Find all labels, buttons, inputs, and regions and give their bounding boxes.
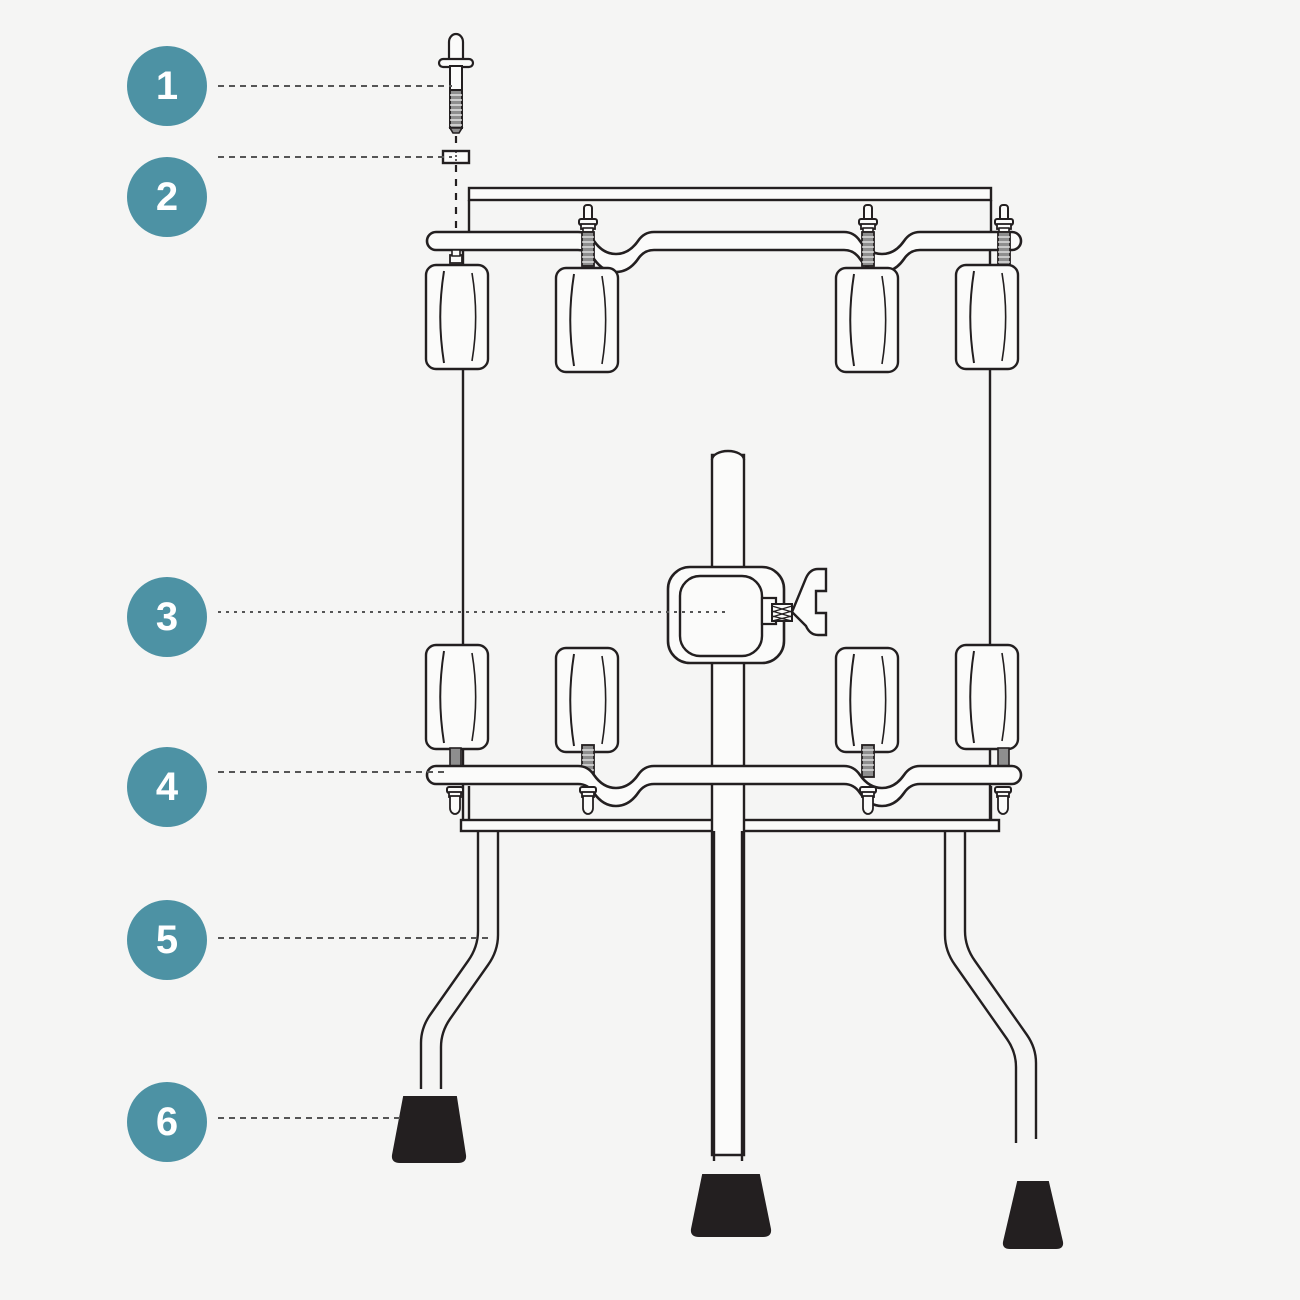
callout-badge-6[interactable]: 6 — [127, 1082, 207, 1162]
callout-badge-5[interactable]: 5 — [127, 900, 207, 980]
leader-lines — [218, 85, 726, 1119]
tension-rod-part — [437, 32, 475, 134]
callout-badge-1[interactable]: 1 — [127, 46, 207, 126]
rubber-foot — [391, 1096, 1064, 1249]
top-hoop — [425, 230, 1023, 274]
callout-badge-4[interactable]: 4 — [127, 747, 207, 827]
leg — [419, 831, 1038, 1161]
tension-rod — [449, 204, 1014, 267]
washer-part — [441, 149, 471, 165]
callout-badge-2[interactable]: 2 — [127, 157, 207, 237]
callout-badge-3[interactable]: 3 — [127, 577, 207, 657]
lug — [424, 263, 1020, 374]
mounting-bracket — [666, 565, 786, 665]
wing-screw — [771, 567, 828, 637]
mount-tube — [710, 449, 746, 1157]
